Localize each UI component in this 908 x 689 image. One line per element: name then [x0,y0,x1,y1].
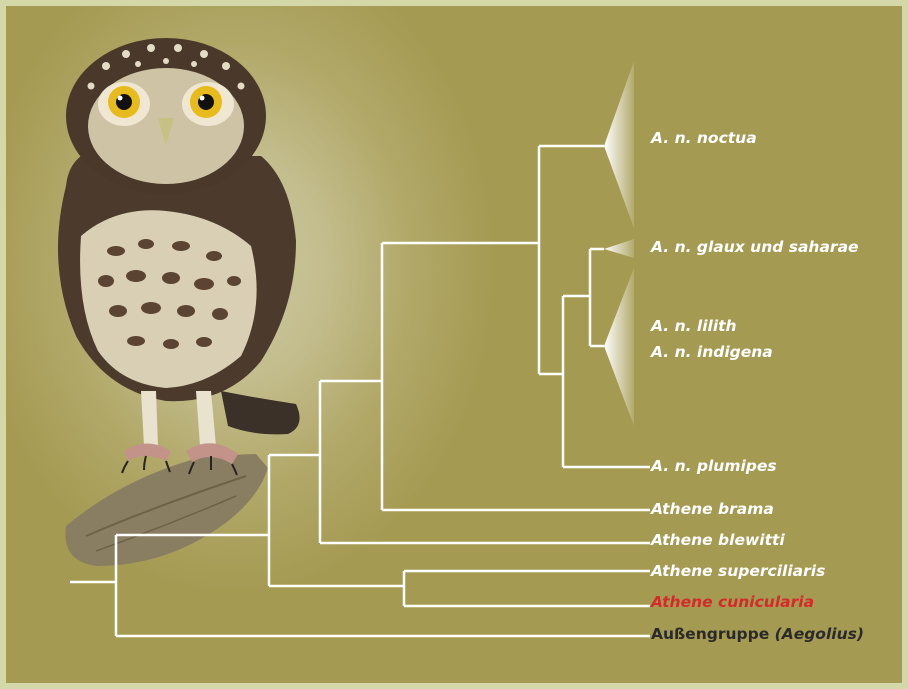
label-cunicularia: Athene cunicularia [651,593,814,611]
label-outgroup-genus: (Aegolius) [775,625,864,643]
figure-panel: A. n. noctua A. n. glaux und saharae A. … [6,6,902,683]
label-superciliaris: Athene superciliaris [651,562,825,580]
label-lilith: A. n. lilith [651,317,737,335]
label-outgroup-text: Außengruppe [651,625,769,643]
label-brama: Athene brama [651,500,774,518]
label-blewitti: Athene blewitti [651,531,785,549]
clade-triangle-noctua [604,61,634,228]
little-owl-photo [58,38,300,566]
label-noctua: A. n. noctua [651,129,757,147]
label-indigena: A. n. indigena [651,343,773,361]
label-outgroup: Außengruppe (Aegolius) [651,625,864,643]
label-glaux-saharae: A. n. glaux und saharae [651,238,859,256]
clade-triangle-lilith [604,268,634,426]
label-plumipes: A. n. plumipes [651,457,777,475]
clade-triangle-glaux [604,239,634,258]
